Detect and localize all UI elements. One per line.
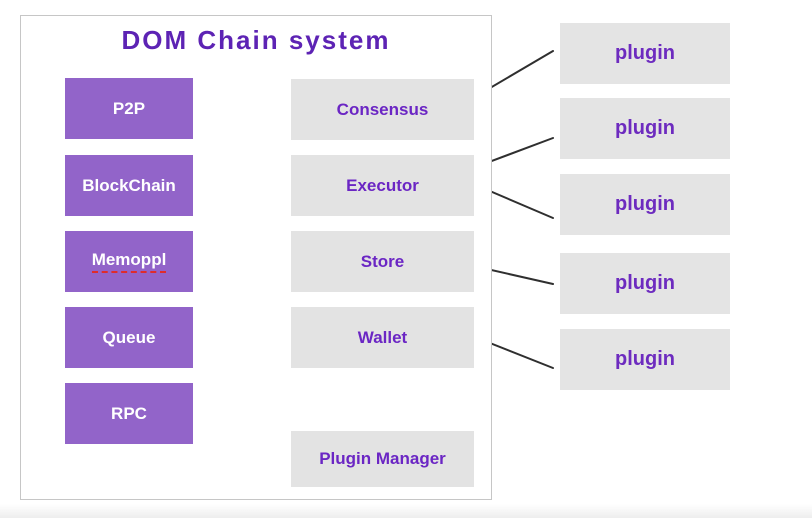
diagram-title: DOM Chain system — [121, 25, 391, 55]
module-box-memoppl: Memoppl — [65, 231, 193, 292]
plugin-box-2: plugin — [560, 98, 730, 159]
module-label-p2p: P2P — [112, 98, 146, 118]
plugin-box-4: plugin — [560, 253, 730, 314]
core-label-plugin-manager: Plugin Manager — [319, 449, 446, 468]
core-label-executor: Executor — [346, 175, 419, 195]
core-label-store: Store — [360, 251, 405, 271]
core-box-wallet: Wallet — [291, 307, 474, 368]
module-label-memoppl: Memoppl — [91, 250, 167, 273]
plugin-label-1: plugin — [615, 42, 675, 64]
core-box-store: Store — [291, 231, 474, 292]
core-box-plugin-manager: Plugin Manager — [291, 431, 474, 487]
module-label-rpc: RPC — [111, 403, 147, 423]
module-box-blockchain: BlockChain — [65, 155, 193, 216]
module-label-queue: Queue — [102, 327, 156, 347]
plugin-box-1: plugin — [560, 23, 730, 84]
plugin-label-4: plugin — [615, 272, 675, 294]
module-box-p2p: P2P — [65, 78, 193, 139]
plugin-box-5: plugin — [560, 329, 730, 390]
module-label-blockchain: BlockChain — [82, 175, 176, 195]
core-label-wallet: Wallet — [357, 327, 408, 347]
core-box-consensus: Consensus — [291, 79, 474, 140]
plugin-label-3: plugin — [615, 193, 675, 215]
module-box-queue: Queue — [65, 307, 193, 368]
plugin-label-2: plugin — [615, 117, 675, 139]
core-box-executor: Executor — [291, 155, 474, 216]
dom-chain-system-container: DOM Chain system P2P BlockChain Memoppl … — [20, 15, 492, 500]
module-box-rpc: RPC — [65, 383, 193, 444]
bottom-shadow-gradient — [0, 504, 812, 518]
plugin-label-5: plugin — [615, 348, 675, 370]
core-label-consensus: Consensus — [336, 99, 429, 119]
plugin-box-3: plugin — [560, 174, 730, 235]
